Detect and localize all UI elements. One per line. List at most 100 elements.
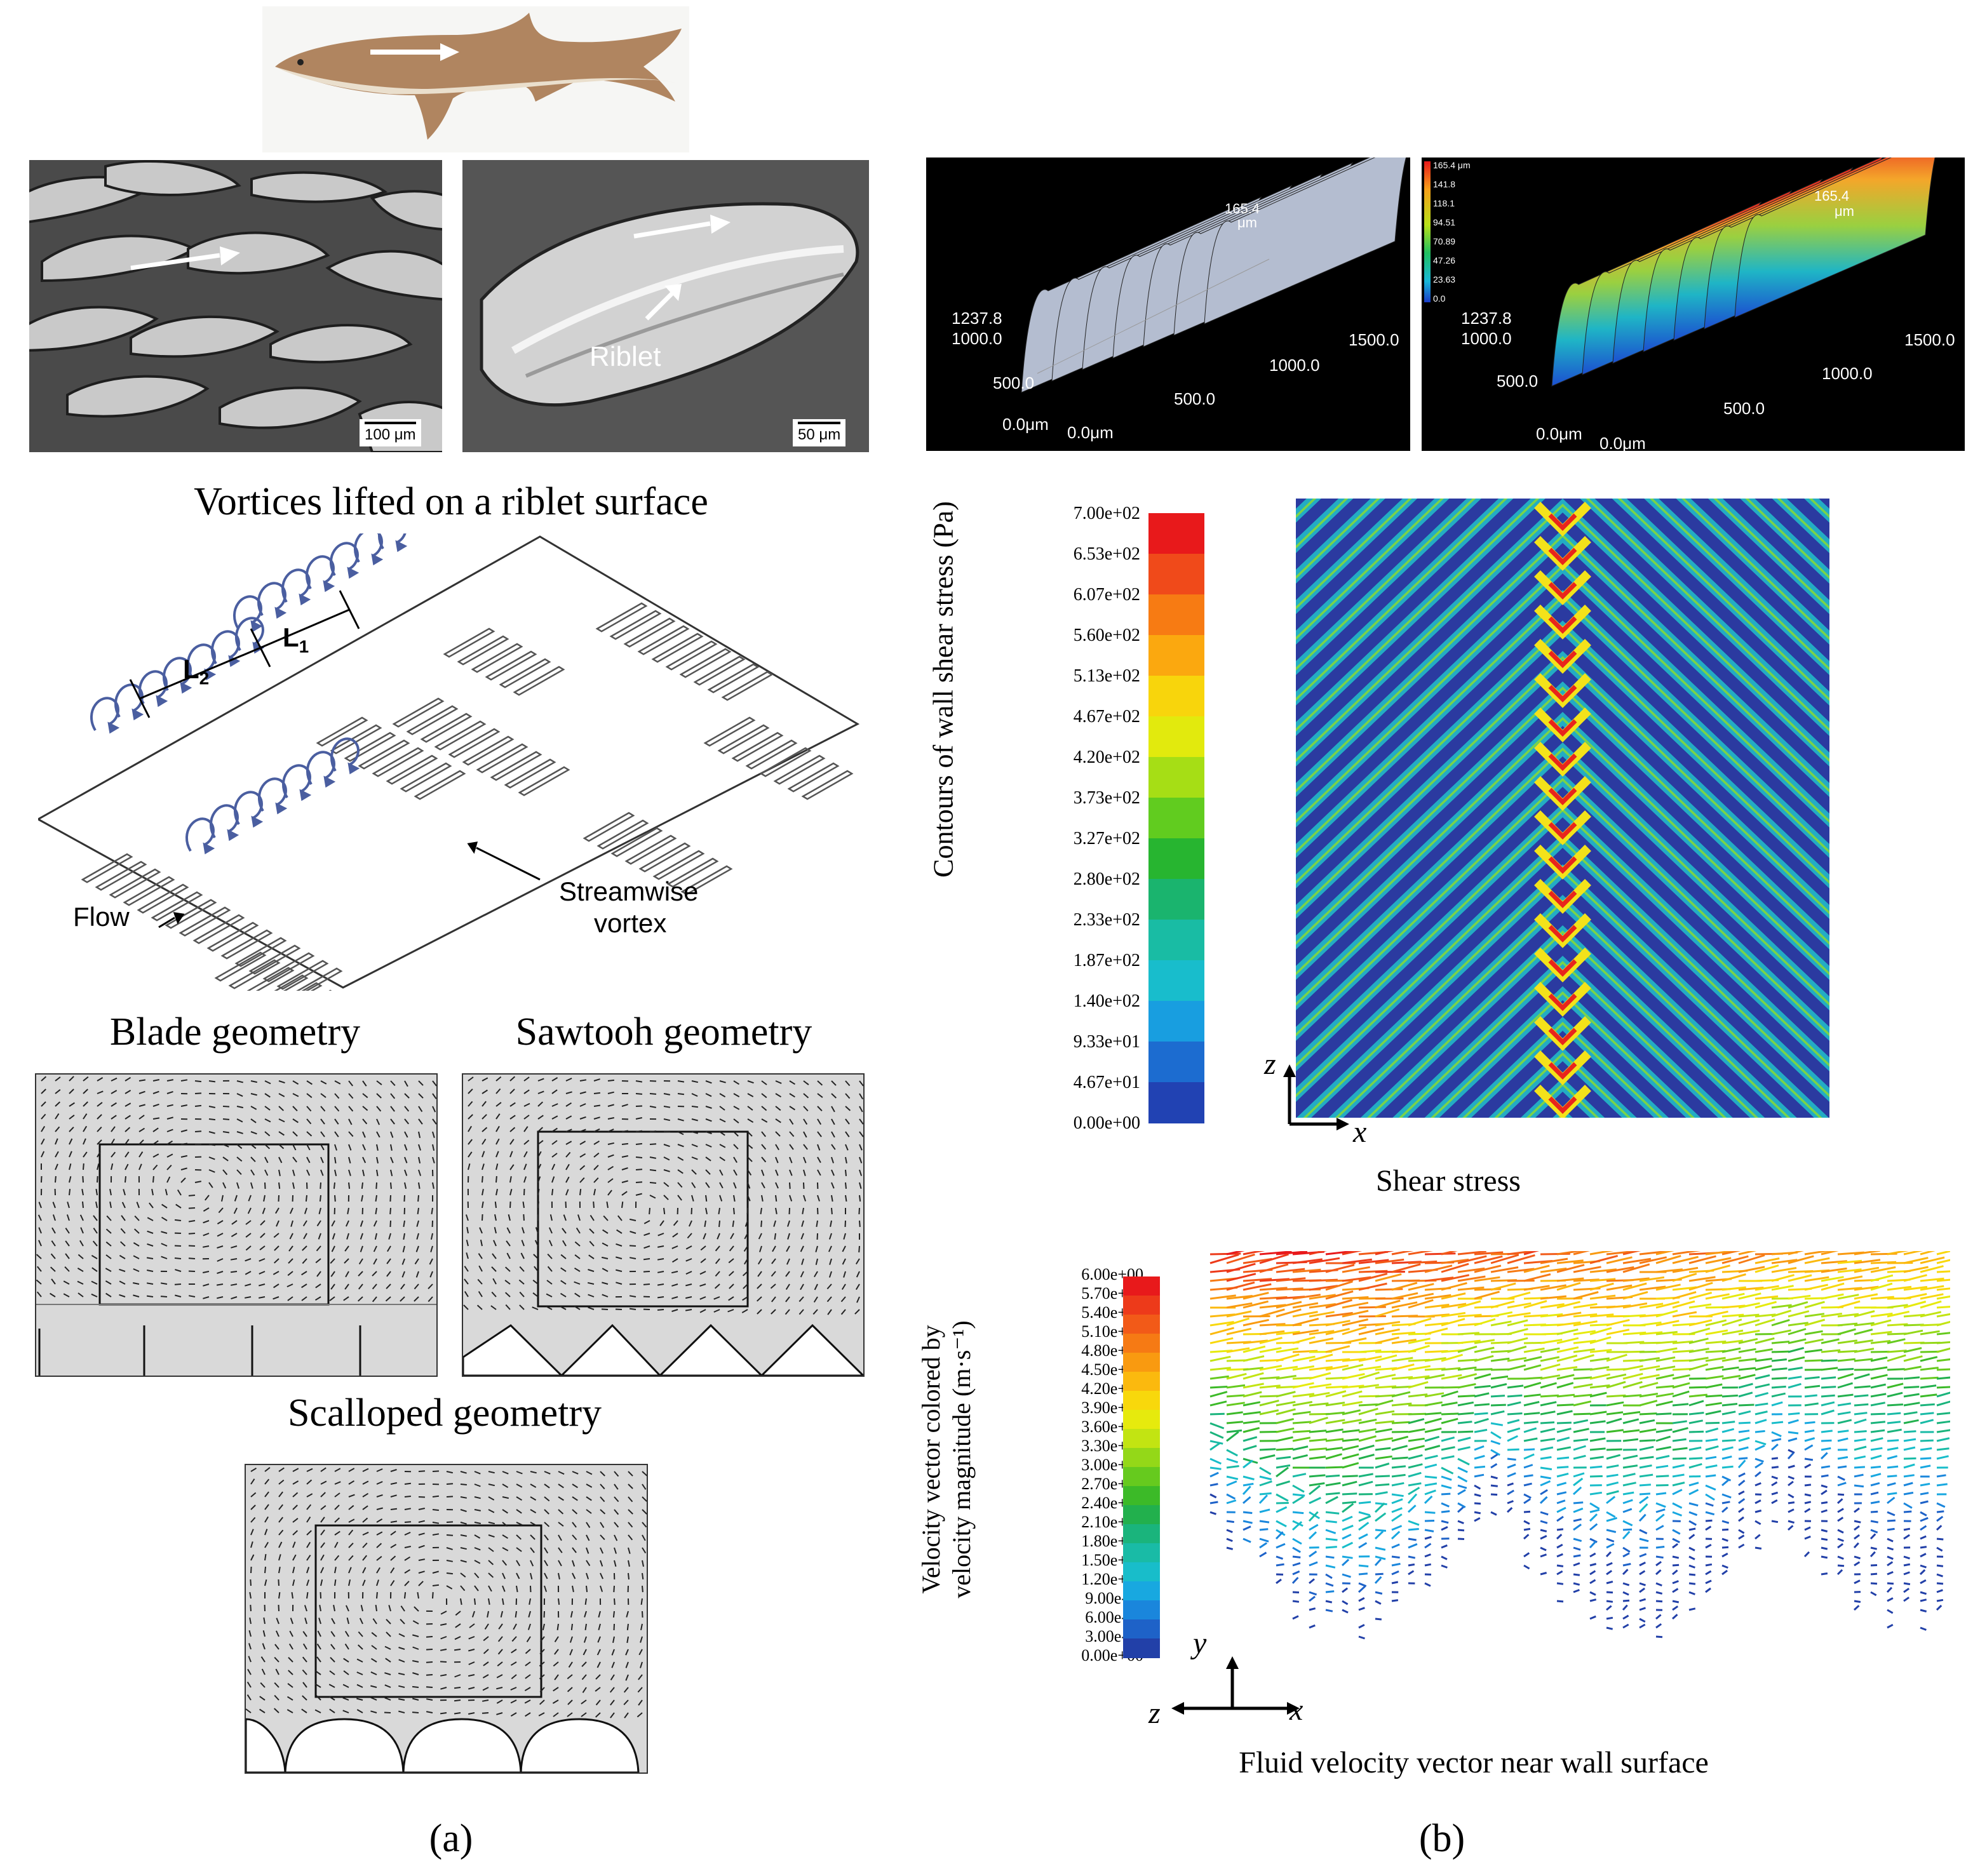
flow-vector xyxy=(358,1644,363,1650)
flow-vector xyxy=(859,1093,863,1100)
velocity-vector xyxy=(1556,1446,1572,1451)
flow-vector xyxy=(259,1258,266,1262)
flow-vector xyxy=(301,1296,307,1301)
flow-vector xyxy=(518,1279,525,1285)
velocity-vector xyxy=(1226,1457,1239,1464)
velocity-vector xyxy=(1920,1482,1930,1487)
flow-vector xyxy=(432,1131,435,1138)
velocity-vector xyxy=(1325,1564,1336,1569)
riblet-bar xyxy=(316,716,368,747)
velocity-vector xyxy=(1870,1437,1883,1442)
flow-vector xyxy=(548,1240,553,1247)
flow-vector xyxy=(479,1227,483,1234)
flow-vector xyxy=(390,1580,395,1586)
velocity-vector xyxy=(1688,1303,1712,1309)
velocity-vector xyxy=(1309,1482,1325,1487)
flow-vector xyxy=(628,1509,633,1515)
flow-vector xyxy=(705,1144,712,1148)
shear-chevron-core xyxy=(1548,650,1577,668)
flow-vector xyxy=(412,1712,419,1713)
velocity-vector xyxy=(1721,1528,1729,1531)
flow-vector xyxy=(376,1579,379,1586)
velocity-vector xyxy=(1887,1546,1894,1551)
velocity-vector xyxy=(1804,1463,1812,1469)
flow-vector xyxy=(264,1106,271,1111)
flow-vector xyxy=(50,1292,56,1297)
flow-vector xyxy=(222,1118,230,1120)
velocity-vector xyxy=(1309,1251,1327,1256)
velocity-vector xyxy=(1474,1473,1485,1478)
flow-vector xyxy=(41,1151,45,1158)
flow-vector xyxy=(194,1080,202,1083)
flow-vector xyxy=(468,1114,473,1120)
velocity-vector xyxy=(1457,1313,1482,1318)
blade-geometry-field xyxy=(35,1073,438,1377)
flow-vector xyxy=(320,1169,324,1176)
flow-vector xyxy=(640,1661,643,1668)
flow-vector xyxy=(497,1636,503,1642)
velocity-vector xyxy=(1490,1484,1498,1487)
velocity-vector xyxy=(1375,1385,1397,1389)
velocity-vector xyxy=(1705,1329,1728,1336)
velocity-vector xyxy=(1573,1303,1598,1309)
velocity-vector xyxy=(1457,1484,1467,1489)
colorbar-segment xyxy=(1123,1429,1160,1449)
flow-vector xyxy=(785,1309,790,1315)
flow-vector xyxy=(236,1156,243,1162)
flow-vector xyxy=(418,1169,422,1176)
velocity-vector xyxy=(1837,1475,1845,1481)
flow-vector xyxy=(482,1699,489,1702)
velocity-vector xyxy=(1507,1337,1528,1344)
velocity-vector xyxy=(1639,1553,1647,1558)
flow-vector xyxy=(859,1118,863,1125)
velocity-vector xyxy=(1457,1345,1478,1353)
velocity-vector xyxy=(1309,1456,1326,1460)
velocity-vector xyxy=(1705,1502,1714,1507)
riblet-bar xyxy=(787,762,840,793)
flow-vector xyxy=(418,1093,424,1099)
colorbar-segment xyxy=(1148,1001,1204,1042)
flow-vector xyxy=(859,1156,863,1163)
flow-vector xyxy=(718,1220,720,1228)
velocity-vector xyxy=(1688,1291,1713,1300)
velocity-vector xyxy=(1408,1471,1422,1478)
flow-vector xyxy=(637,1687,643,1693)
velocity-vector xyxy=(1209,1511,1216,1515)
flow-vector xyxy=(264,1516,269,1523)
vortex-arrowhead xyxy=(395,540,408,553)
flow-vector xyxy=(230,1271,238,1273)
velocity-vector xyxy=(1705,1427,1719,1433)
flow-vector xyxy=(495,1176,497,1183)
flow-vector xyxy=(288,1657,293,1663)
velocity-vector xyxy=(1605,1551,1612,1558)
flow-vector xyxy=(502,1496,509,1499)
velocity-vector xyxy=(1672,1482,1685,1487)
flow-vector xyxy=(216,1283,224,1286)
velocity-vector xyxy=(1854,1403,1869,1407)
flow-vector xyxy=(803,1144,808,1150)
colorbar-segment xyxy=(1123,1276,1160,1296)
velocity-vector xyxy=(1226,1372,1247,1380)
flow-vector xyxy=(845,1106,851,1111)
flow-vector xyxy=(320,1093,327,1098)
flow-vector xyxy=(417,1591,419,1599)
flow-vector xyxy=(401,1271,405,1278)
velocity-vector xyxy=(1457,1489,1466,1496)
flow-vector xyxy=(597,1636,601,1643)
flow-vector xyxy=(831,1080,837,1086)
flow-vector xyxy=(625,1661,629,1668)
flow-vector xyxy=(828,1271,832,1278)
velocity-vector xyxy=(1738,1391,1753,1398)
velocity-vector xyxy=(1738,1313,1760,1318)
velocity-vector xyxy=(1507,1291,1531,1300)
vortex-coil xyxy=(235,617,264,652)
velocity-vector xyxy=(1622,1482,1636,1487)
velocity-vector xyxy=(1209,1337,1234,1344)
flow-vector xyxy=(537,1078,544,1082)
flow-vector xyxy=(398,1672,405,1675)
flow-vector xyxy=(492,1278,497,1285)
flow-vector xyxy=(217,1296,224,1299)
flow-vector xyxy=(161,1216,168,1221)
shear-band xyxy=(1392,956,1563,1118)
velocity-vector xyxy=(1457,1529,1465,1532)
